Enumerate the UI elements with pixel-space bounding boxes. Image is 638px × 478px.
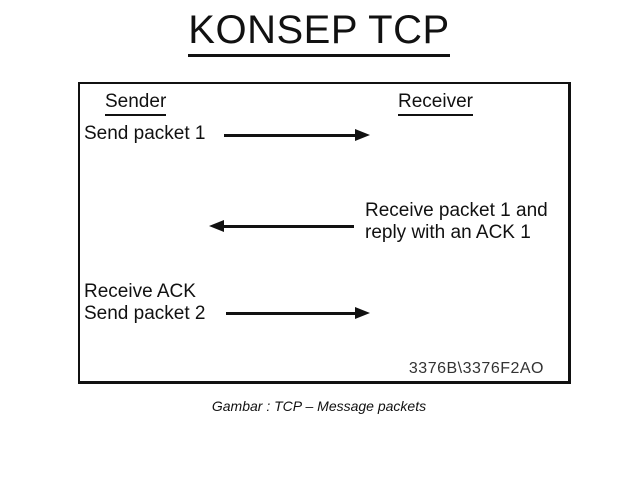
packet1-right-arrow [224,129,370,141]
receive-ack-send-packet2-label: Receive ACK Send packet 2 [84,281,205,325]
receive-packet1-label: Receive packet 1 and reply with an ACK 1 [365,200,548,244]
arrowhead-right-icon [355,129,370,141]
ack1-left-arrow [209,220,354,232]
tcp-diagram-box: Sender Receiver Send packet 1 Receive pa… [78,82,571,384]
send-packet1-label: Send packet 1 [84,123,206,144]
page-title-text: KONSEP TCP [188,8,450,57]
receive-packet1-line1: Receive packet 1 and [365,200,548,221]
send-packet2-line: Send packet 2 [84,303,206,324]
receiver-header: Receiver [398,91,473,116]
arrowhead-right-icon [355,307,370,319]
packet2-right-arrow [226,307,370,319]
page-title: KONSEP TCP [0,8,638,57]
receive-ack-line: Receive ACK [84,281,196,302]
sender-header: Sender [105,91,167,116]
watermark-code: 3376B\3376F2AO [408,360,544,377]
figure-caption: Gambar : TCP – Message packets [211,398,427,414]
arrowhead-left-icon [209,220,224,232]
receive-packet1-line2: reply with an ACK 1 [365,222,531,243]
